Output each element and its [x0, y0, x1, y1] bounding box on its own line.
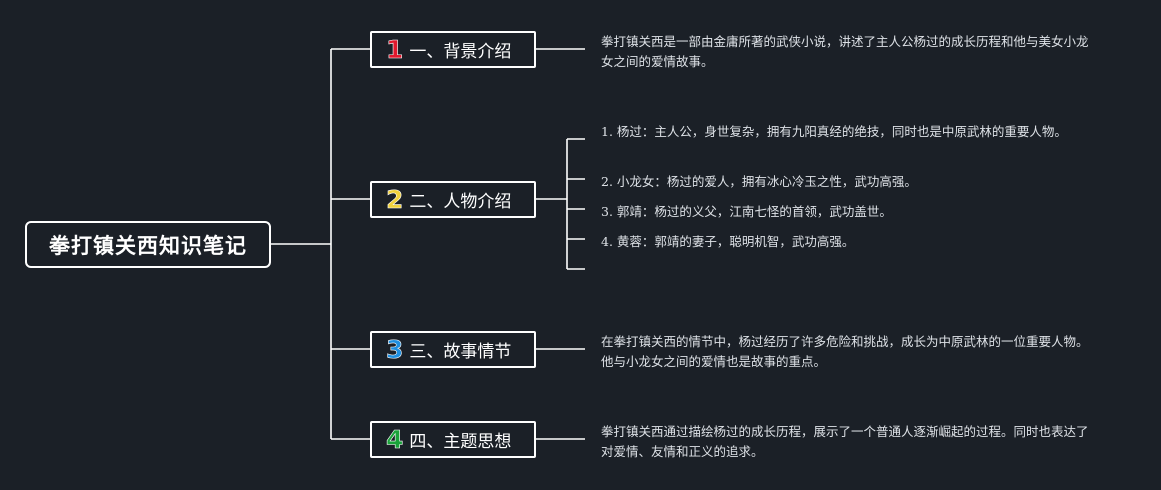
note-character-yangguo[interactable]: 1. 杨过：主人公，身世复杂，拥有九阳真经的绝技，同时也是中原武林的重要人物。: [601, 124, 1067, 139]
branch-node-characters[interactable]: 2 二、人物介绍: [370, 181, 536, 218]
branch-label-theme: 四、主题思想: [409, 432, 512, 452]
note-background[interactable]: 拳打镇关西是一部由金庸所著的武侠小说，讲述了主人公杨过的成长历程和他与美女小龙女…: [601, 34, 1089, 69]
branch-number-2: 2: [386, 185, 404, 214]
note-character-guojing[interactable]: 3. 郭靖：杨过的义父，江南七怪的首领，武功盖世。: [601, 204, 892, 219]
branch-label-characters: 二、人物介绍: [409, 192, 512, 212]
branch-node-plot[interactable]: 3 三、故事情节: [370, 331, 536, 368]
branch-number-1: 1: [386, 35, 404, 64]
root-node[interactable]: 拳打镇关西知识笔记: [25, 221, 271, 268]
branch-node-background[interactable]: 1 一、背景介绍: [370, 31, 536, 68]
branch-label-background: 一、背景介绍: [409, 42, 512, 62]
note-plot[interactable]: 在拳打镇关西的情节中，杨过经历了许多危险和挑战，成长为中原武林的一位重要人物。他…: [601, 334, 1089, 369]
branch-number-4: 4: [386, 425, 404, 454]
note-character-huangrong[interactable]: 4. 黄蓉：郭靖的妻子，聪明机智，武功高强。: [601, 234, 855, 249]
branch-node-theme[interactable]: 4 四、主题思想: [370, 421, 536, 458]
note-theme[interactable]: 拳打镇关西通过描绘杨过的成长历程，展示了一个普通人逐渐崛起的过程。同时也表达了对…: [601, 424, 1089, 459]
branch-label-plot: 三、故事情节: [409, 342, 512, 362]
branch-number-3: 3: [386, 335, 404, 364]
note-character-xiaolongnv[interactable]: 2. 小龙女：杨过的爱人，拥有冰心冷玉之性，武功高强。: [601, 174, 917, 189]
root-label: 拳打镇关西知识笔记: [49, 233, 247, 258]
